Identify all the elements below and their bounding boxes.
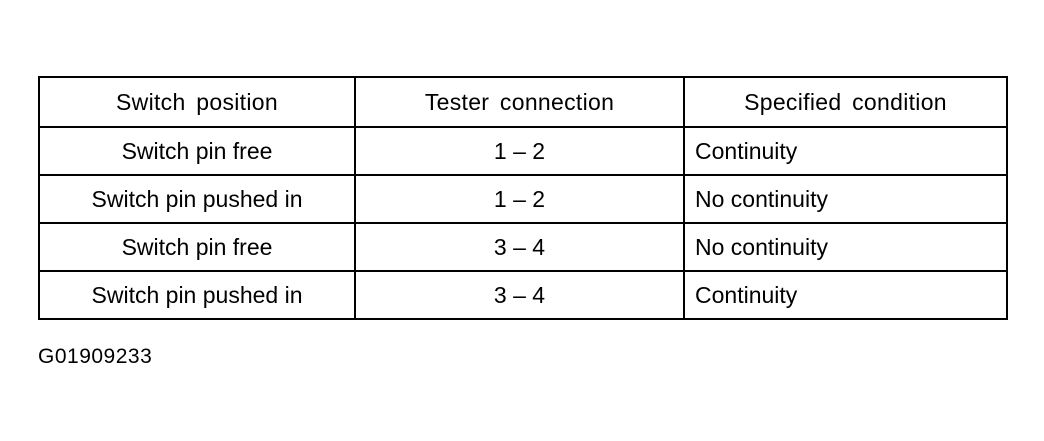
- switch-position-cell: Switch pin pushed in: [38, 174, 356, 224]
- table-body: Switch pin free 1 – 2 Continuity Switch …: [38, 126, 1008, 320]
- tester-connection-cell: 3 – 4: [354, 222, 685, 272]
- table-row: Switch pin free 1 – 2 Continuity: [38, 126, 1008, 176]
- specified-condition-cell: Continuity: [683, 126, 1008, 176]
- specified-condition-cell: Continuity: [683, 270, 1008, 320]
- table-header: Switch position Tester connection Specif…: [38, 76, 1008, 128]
- table-row: Switch pin pushed in 1 – 2 No continuity: [38, 174, 1008, 224]
- tester-connection-cell: 3 – 4: [354, 270, 685, 320]
- table-row: Switch pin free 3 – 4 No continuity: [38, 222, 1008, 272]
- switch-position-cell: Switch pin free: [38, 126, 356, 176]
- tester-connection-cell: 1 – 2: [354, 174, 685, 224]
- switch-position-cell: Switch pin free: [38, 222, 356, 272]
- figure-id: G01909233: [38, 345, 153, 368]
- specified-condition-cell: No continuity: [683, 174, 1008, 224]
- specified-condition-cell: No continuity: [683, 222, 1008, 272]
- header-row: Switch position Tester connection Specif…: [38, 76, 1008, 128]
- header-switch-position: Switch position: [38, 76, 356, 128]
- header-tester-connection: Tester connection: [354, 76, 685, 128]
- tester-connection-cell: 1 – 2: [354, 126, 685, 176]
- switch-continuity-table: Switch position Tester connection Specif…: [38, 76, 1008, 320]
- header-specified-condition: Specified condition: [683, 76, 1008, 128]
- table-row: Switch pin pushed in 3 – 4 Continuity: [38, 270, 1008, 320]
- switch-position-cell: Switch pin pushed in: [38, 270, 356, 320]
